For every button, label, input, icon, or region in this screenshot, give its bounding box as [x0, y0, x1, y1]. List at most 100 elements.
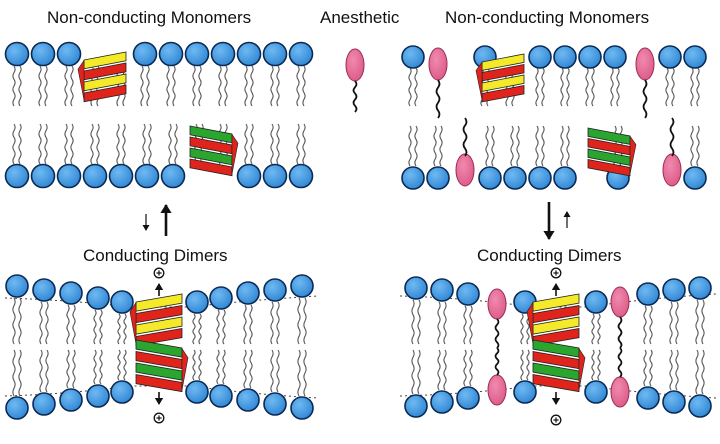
lipid-tail — [296, 123, 300, 165]
gramicidin-helix-icon — [129, 293, 183, 347]
lipid-head-icon — [185, 380, 209, 404]
lipid-head-icon — [503, 166, 527, 190]
lipid-head-icon — [86, 384, 110, 408]
lipid-tail — [70, 123, 74, 165]
lipid-tail — [296, 65, 300, 107]
lipid-tail — [591, 313, 595, 345]
lipid-tail — [12, 297, 16, 345]
label-anesthetic: Anesthetic — [320, 8, 400, 27]
lipid-tail — [411, 349, 415, 395]
lipid-tail — [669, 301, 673, 345]
lipid-tail — [244, 65, 248, 107]
lipid-tail — [541, 67, 545, 107]
lipid-tail — [140, 65, 144, 107]
arrow-head — [154, 283, 164, 290]
lipid-tail — [99, 349, 103, 385]
lipid-tail — [510, 125, 514, 167]
lipid-head-icon — [262, 41, 288, 67]
helix-wedge — [231, 133, 239, 175]
lipid-head-icon — [56, 41, 82, 67]
lipid-tail — [585, 67, 589, 107]
lipid-head-icon — [134, 163, 160, 189]
lipid-tail — [408, 125, 412, 167]
lipid-tail — [250, 123, 254, 165]
anesthetic-tail — [352, 80, 358, 113]
arrow-head — [160, 204, 172, 213]
lipid-tail — [93, 309, 97, 345]
lipid-tail — [469, 349, 473, 387]
lipid-tail — [411, 299, 415, 345]
lipid-tail — [72, 304, 76, 345]
lipid-tail — [303, 349, 307, 397]
lipid-tail — [696, 125, 700, 167]
lipid-tail — [591, 67, 595, 107]
lipid-tail — [142, 123, 146, 165]
lipid-head-icon — [5, 274, 29, 298]
lipid-head-icon — [426, 166, 450, 190]
helix-wedge — [77, 59, 85, 101]
lipid-tail — [671, 67, 675, 107]
lipid-tail — [276, 65, 280, 107]
lipid-tail — [597, 313, 601, 345]
gramicidin-helix-icon — [475, 53, 525, 103]
gramicidin-helix-icon — [532, 339, 586, 393]
helix-band — [135, 374, 183, 393]
lipid-tail — [695, 299, 699, 345]
gramicidin-helix-icon — [77, 51, 127, 103]
lipid-tail — [591, 349, 595, 381]
lipid-tail — [485, 125, 489, 167]
lipid-tail — [18, 349, 22, 397]
lipid-tail — [669, 349, 673, 391]
lipid-tail — [560, 67, 564, 107]
lipid-head-icon — [5, 396, 29, 420]
anesthetic-molecule-icon — [455, 153, 475, 187]
lipid-head-icon — [290, 396, 314, 420]
lipid-tail — [414, 125, 418, 167]
lipid-tail — [123, 313, 127, 345]
lipid-head-icon — [209, 286, 233, 310]
lipid-tail — [302, 65, 306, 107]
lipid-tail — [117, 349, 121, 381]
lipid-tail — [216, 309, 220, 345]
lipid-head-icon — [658, 45, 682, 69]
lipid-tail — [93, 349, 97, 385]
lipid-head-icon — [262, 163, 288, 189]
lipid-head-icon — [82, 163, 108, 189]
lipid-tail — [649, 349, 653, 387]
lipid-head-icon — [603, 45, 627, 69]
lipid-tail — [276, 349, 280, 393]
lipid-tail — [439, 125, 443, 167]
lipid-tail — [516, 125, 520, 167]
anesthetic-tail — [494, 347, 500, 376]
lipid-head-icon — [263, 392, 287, 416]
lipid-tail — [243, 349, 247, 389]
lipid-tail — [12, 65, 16, 107]
lipid-head-icon — [4, 163, 30, 189]
lipid-head-icon — [236, 281, 260, 305]
helix-band — [189, 158, 233, 177]
lipid-tail — [535, 67, 539, 107]
lipid-head-icon — [478, 166, 502, 190]
lipid-head-icon — [32, 392, 56, 416]
lipid-tail — [491, 125, 495, 167]
lipid-head-icon — [132, 41, 158, 67]
lipid-head-icon — [236, 163, 262, 189]
lipid-tail — [463, 349, 467, 387]
lipid-tail — [116, 123, 120, 165]
lipid-head-icon — [236, 388, 260, 412]
lipid-tail — [526, 313, 530, 345]
lipid-tail — [276, 123, 280, 165]
lipid-tail — [172, 65, 176, 107]
lipid-tail — [297, 349, 301, 397]
lipid-head-icon — [32, 278, 56, 302]
arrow-head — [142, 225, 150, 231]
lipid-tail — [690, 67, 694, 107]
lipid-tail — [560, 125, 564, 167]
anesthetic-molecule-icon — [662, 153, 682, 187]
lipid-head-icon — [290, 274, 314, 298]
anesthetic-molecule-icon — [610, 376, 630, 408]
lipid-tail — [45, 349, 49, 393]
lipid-tail — [408, 67, 412, 107]
